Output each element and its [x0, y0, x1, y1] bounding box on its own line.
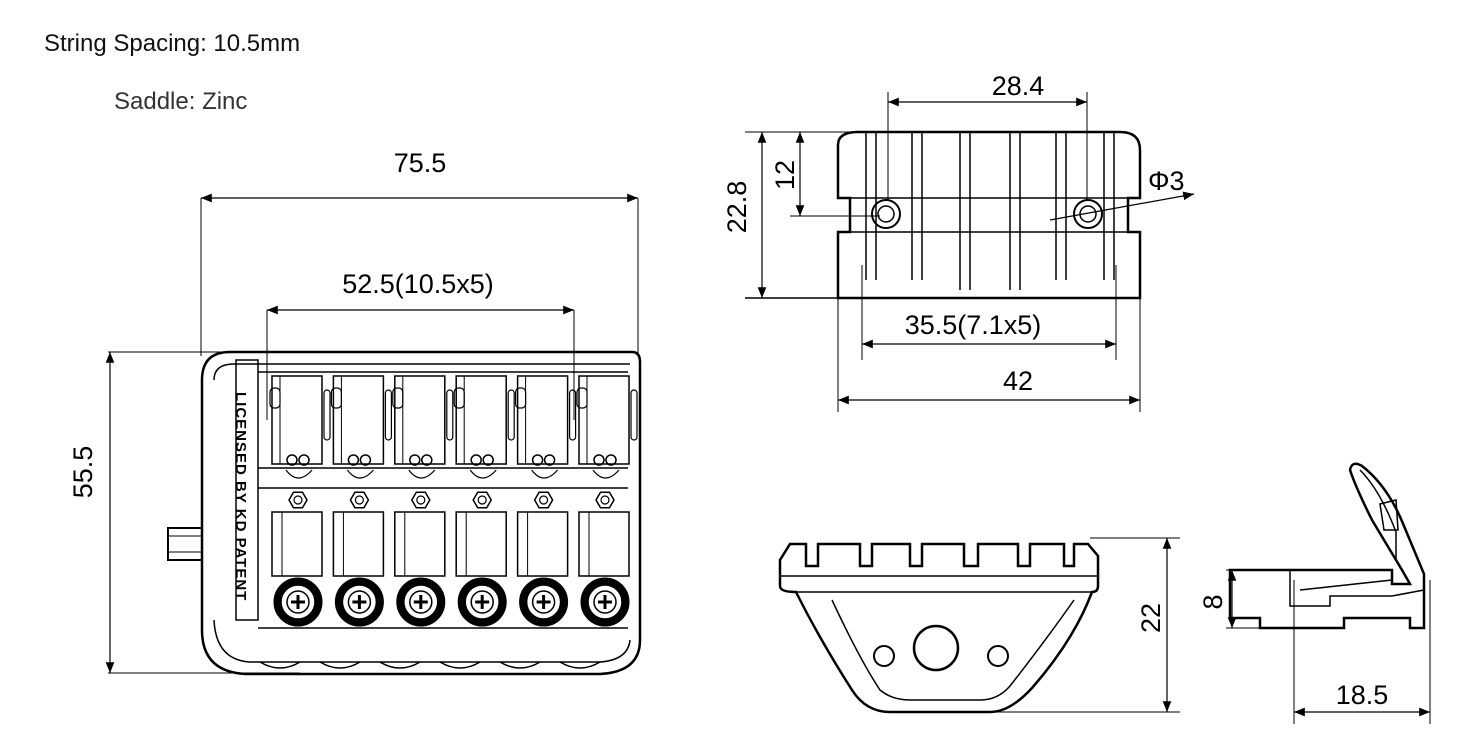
saddle: [576, 375, 638, 627]
dimension-profile-height: 8: [1198, 569, 1290, 629]
dim-label-profile-height: 8: [1198, 594, 1228, 609]
saddle: [514, 375, 577, 627]
profile-view: 8 18.5: [1198, 462, 1431, 724]
dimension-total-width: 75.5: [200, 148, 639, 356]
dim-label-total-height: 22.8: [722, 181, 752, 234]
saddle-material-label: Saddle: Zinc: [114, 88, 248, 115]
bridge-baseplate: [200, 350, 642, 676]
dim-label-upper-height: 12: [770, 160, 800, 190]
dimension-top-width: 28.4: [887, 71, 1088, 200]
saddle: [453, 375, 515, 627]
mount-hole-left: [871, 199, 901, 229]
dimension-upper-height: 12: [770, 132, 880, 217]
dim-label-hole-diameter: Φ3: [1148, 166, 1185, 196]
dim-label-base-width: 42: [1003, 366, 1033, 396]
profile-body: [1228, 462, 1426, 630]
dim-label-length: 55.5: [68, 446, 98, 499]
saddle: [392, 375, 454, 627]
dim-label-string-span: 52.5(10.5x5): [342, 269, 494, 299]
front-view: 28.4 22.8 12: [722, 71, 1195, 412]
dim-label-saddle-height: 22: [1136, 603, 1166, 633]
patent-text: LICENSED BY KD PATENT: [232, 392, 249, 601]
saddle: [330, 375, 392, 627]
dimension-string-span: 52.5(10.5x5): [266, 269, 575, 420]
dimension-length: 55.5: [68, 351, 300, 674]
mount-hole-right: [1073, 199, 1103, 229]
top-view: 75.5 52.5(10.5x5) 55.5: [68, 148, 642, 676]
dim-label-top-width: 28.4: [992, 71, 1045, 101]
dimension-saddle-height: 22: [990, 537, 1180, 713]
dimension-base-width: 42: [837, 298, 1141, 412]
dimension-mount-span: 35.5(7.1x5): [861, 265, 1117, 360]
dim-label-total-width: 75.5: [394, 148, 447, 178]
saddle-side-view: 22: [778, 537, 1180, 714]
dim-label-mount-span: 35.5(7.1x5): [905, 310, 1042, 340]
dim-label-profile-length: 18.5: [1336, 680, 1389, 710]
string-spacing-label: String Spacing: 10.5mm: [44, 30, 301, 57]
front-body: [836, 130, 1142, 300]
saddle: [269, 375, 331, 627]
dimension-profile-length: 18.5: [1293, 580, 1431, 724]
saddle-body: [778, 542, 1100, 714]
saddle-group: [269, 375, 638, 627]
side-stud: [167, 527, 203, 561]
